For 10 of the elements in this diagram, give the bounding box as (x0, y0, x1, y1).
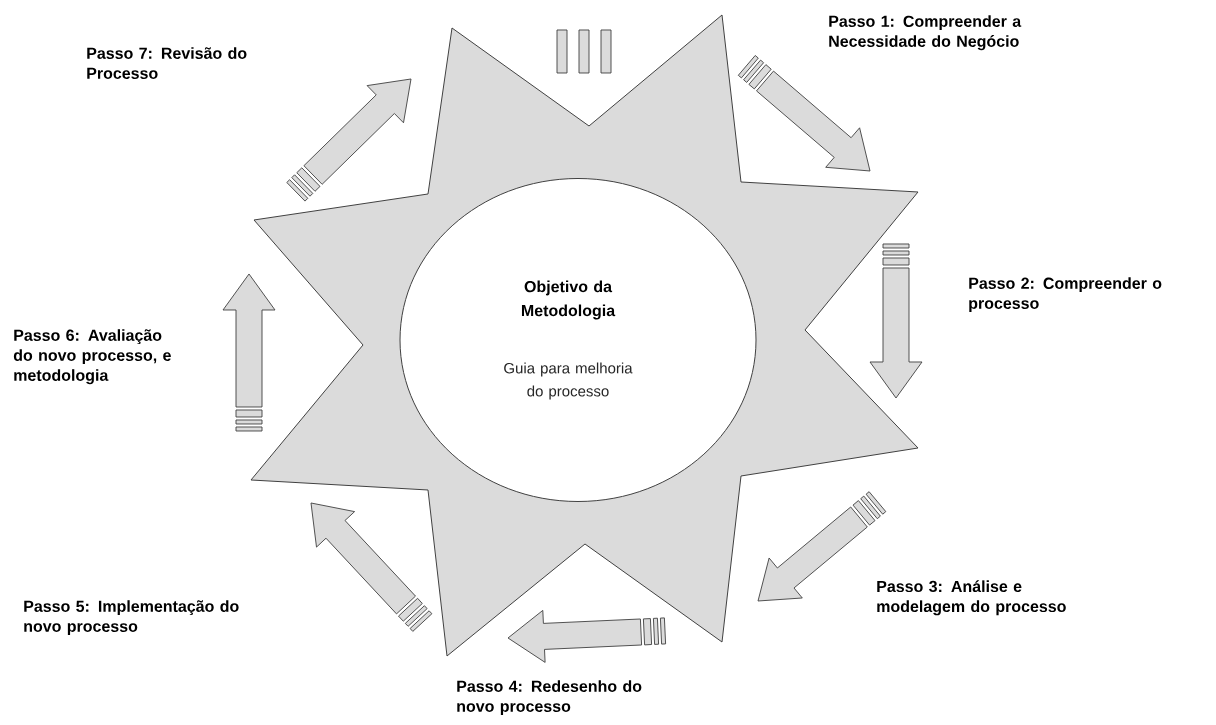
step-label: Passo 6: Avaliação do novo processo, e metodologia (13, 329, 171, 385)
center-heading: Objetivo da Metodologia (521, 280, 616, 320)
step-label: Passo 3: Análise e modelagem do processo (877, 580, 1066, 616)
step-label: Passo 2: Compreender o processo (969, 277, 1162, 313)
center-text: Guia para melhoria do processo (504, 362, 633, 400)
step-label: Passo 5: Implementação do novo processo (24, 600, 239, 636)
step-label: Passo 4: Redesenho do novo processo (457, 680, 642, 716)
center-ellipse (399, 178, 757, 502)
step-label: Passo 7: Revisão do Processo (87, 47, 247, 79)
step-label: Passo 1: Compreender a Necessidade do Negócio (829, 15, 1022, 51)
